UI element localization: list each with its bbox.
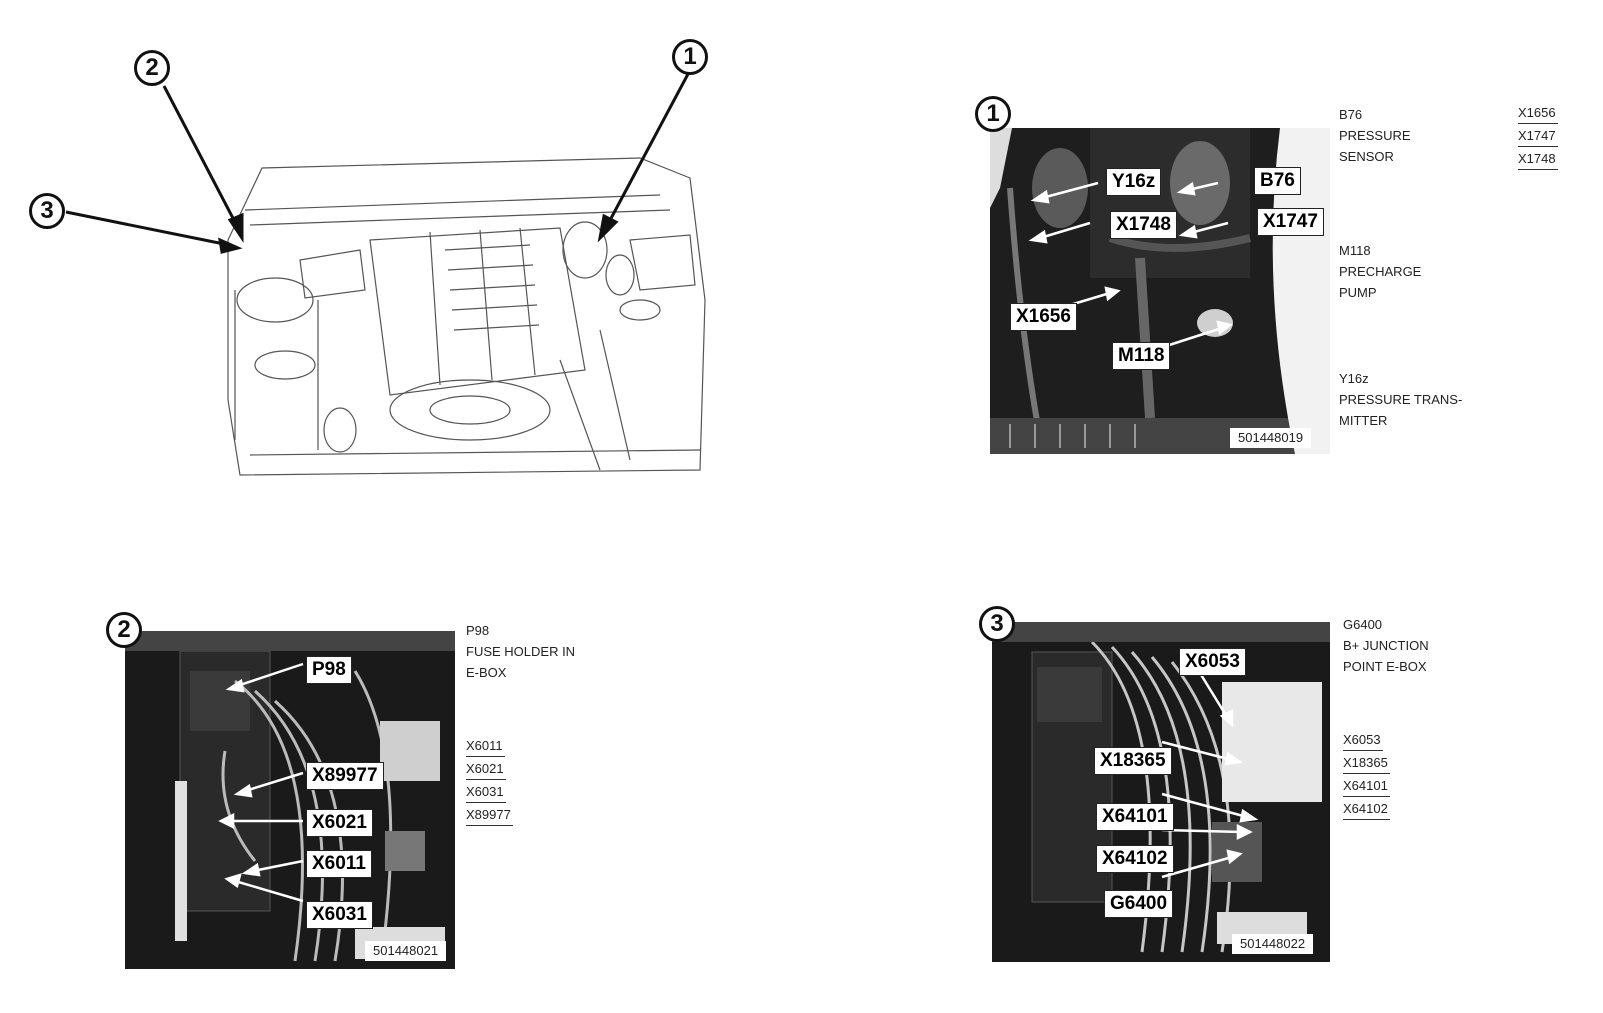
legend-code: P98	[466, 623, 490, 638]
panel-1-connector-list: X1656 X1747 X1748	[1518, 103, 1558, 172]
panel-2-marker: 2	[106, 612, 142, 648]
callout-p98: P98	[306, 656, 352, 684]
connector-item: X6053	[1343, 730, 1383, 751]
connector-item: X18365	[1343, 753, 1390, 774]
legend-code: M118	[1339, 243, 1371, 258]
connector-item: X64101	[1343, 776, 1390, 797]
connector-item: X6021	[466, 759, 506, 780]
legend-desc: E-BOX	[466, 665, 507, 680]
panel-3-legend-g6400: G6400 B+ JUNCTION POINT E-BOX	[1343, 614, 1429, 677]
connector-item: X1747	[1518, 126, 1558, 147]
callout-b76: B76	[1254, 167, 1301, 195]
callout-g6400: G6400	[1104, 890, 1174, 918]
connector-item: X89977	[466, 805, 513, 826]
panel-1-legend-m118: M118 PRECHARGE PUMP	[1339, 240, 1421, 303]
panel-2-photo-detail	[125, 631, 455, 969]
panel-1-legend-y16z: Y16z PRESSURE TRANS- MITTER	[1339, 368, 1462, 431]
callout-m118: M118	[1112, 342, 1171, 370]
callout-x18365: X18365	[1094, 747, 1172, 775]
connector-item: X64102	[1343, 799, 1390, 820]
legend-code: B76	[1339, 107, 1363, 122]
connector-item: X1748	[1518, 149, 1558, 170]
legend-desc: PUMP	[1339, 285, 1377, 300]
panel-2-connector-list: X6011 X6021 X6031 X89977	[466, 736, 513, 828]
callout-x64101: X64101	[1096, 803, 1174, 831]
panel-1-marker: 1	[975, 96, 1011, 132]
callout-x1747: X1747	[1257, 208, 1324, 236]
overview-marker-1: 1	[672, 39, 708, 75]
panel-2-photo	[125, 631, 455, 969]
panel-2-legend-p98: P98 FUSE HOLDER IN E-BOX	[466, 620, 575, 683]
legend-desc: PRECHARGE	[1339, 264, 1422, 279]
callout-x64102: X64102	[1096, 845, 1174, 873]
legend-desc: PRESSURE	[1339, 128, 1411, 143]
callout-x89977: X89977	[306, 762, 384, 790]
overview-marker-2: 2	[134, 50, 170, 86]
legend-code: G6400	[1343, 617, 1383, 632]
panel-1-figure-number: 501448019	[1230, 428, 1312, 448]
connector-item: X1656	[1518, 103, 1558, 124]
connector-item: X6011	[466, 736, 505, 757]
panel-1-legend-b76: B76 PRESSURE SENSOR	[1339, 104, 1411, 167]
panel-3-marker: 3	[979, 606, 1015, 642]
panel-2-figure-number: 501448021	[365, 941, 447, 961]
callout-x6031: X6031	[306, 901, 373, 929]
overview-marker-3: 3	[29, 193, 65, 229]
callout-x6021: X6021	[306, 809, 373, 837]
panel-3-figure-number: 501448022	[1232, 934, 1314, 954]
panel-3-connector-list: X6053 X18365 X64101 X64102	[1343, 730, 1390, 822]
legend-desc: MITTER	[1339, 413, 1388, 428]
callout-x6053: X6053	[1179, 648, 1246, 676]
legend-desc: B+ JUNCTION	[1343, 638, 1429, 653]
legend-desc: SENSOR	[1339, 149, 1394, 164]
callout-y16z: Y16z	[1106, 168, 1162, 196]
connector-item: X6031	[466, 782, 506, 803]
legend-desc: POINT E-BOX	[1343, 659, 1427, 674]
callout-x1748: X1748	[1110, 211, 1177, 239]
callout-x1656: X1656	[1010, 303, 1077, 331]
legend-desc: FUSE HOLDER IN	[466, 644, 576, 659]
legend-desc: PRESSURE TRANS-	[1339, 392, 1463, 407]
legend-code: Y16z	[1339, 371, 1369, 386]
callout-x6011: X6011	[306, 850, 372, 878]
